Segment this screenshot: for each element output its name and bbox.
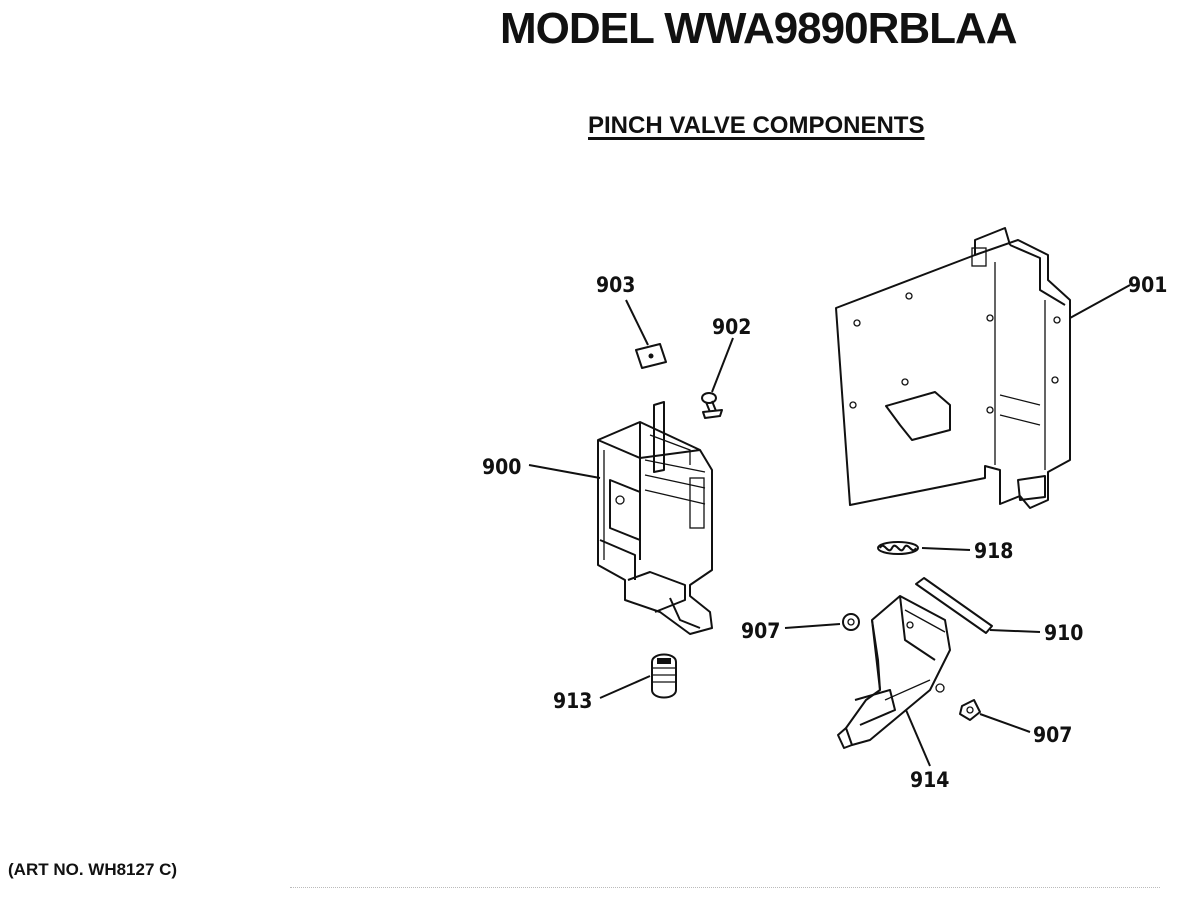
callout-918: 918 [974, 539, 1013, 563]
callout-902: 902 [712, 315, 751, 339]
section-title: PINCH VALVE COMPONENTS [588, 112, 925, 139]
part-900-solenoid [597, 401, 713, 635]
footer-divider [290, 887, 1160, 888]
callout-913: 913 [553, 689, 592, 713]
part-907-nut-upper [842, 613, 860, 631]
part-914-lever [837, 595, 951, 749]
part-901-bracket [835, 227, 1071, 509]
part-918-spring [877, 541, 919, 555]
part-902-screw [701, 392, 723, 419]
leader-lines [528, 284, 1131, 767]
model-title: MODEL WWA9890RBLAA [500, 4, 1018, 53]
callout-907-upper: 907 [741, 619, 780, 643]
part-907-nut-lower [959, 699, 981, 721]
callout-914: 914 [910, 768, 949, 792]
callout-labels: 903 902 900 901 918 907 910 913 907 914 [482, 273, 1167, 792]
art-number: (ART NO. WH8127 C) [8, 860, 178, 879]
part-910-rod [915, 577, 993, 634]
callout-907-lower: 907 [1033, 723, 1072, 747]
callout-900: 900 [482, 455, 521, 479]
callout-901: 901 [1128, 273, 1167, 297]
part-903-pad [635, 343, 667, 369]
part-913-fitting [651, 653, 677, 699]
callout-910: 910 [1044, 621, 1083, 645]
callout-903: 903 [596, 273, 635, 297]
